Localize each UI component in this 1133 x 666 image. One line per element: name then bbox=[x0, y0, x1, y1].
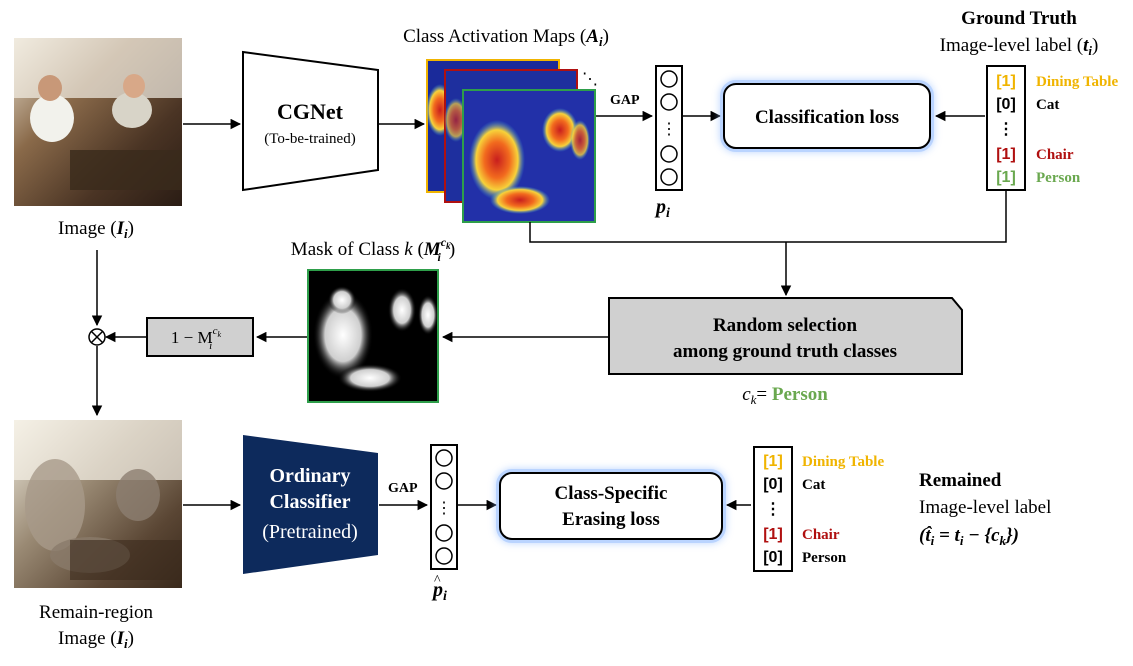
gt-title: Ground Truth bbox=[961, 8, 1077, 29]
remain-image-label-line2: Image (Ii) bbox=[58, 628, 134, 651]
gt-label-value-2: ⋮ bbox=[998, 121, 1014, 138]
erasing-loss-box bbox=[499, 472, 723, 540]
classifier-line1: Ordinary bbox=[269, 465, 350, 487]
gt-label-list: [1] Dining Table [0] Cat ⋮ [1] Chair [1] Person bbox=[996, 73, 1118, 186]
remained-label-value-2: ⋮ bbox=[765, 501, 781, 518]
cam-map-3 bbox=[462, 89, 596, 223]
gt-label-vector bbox=[986, 65, 1026, 191]
gt-label-value-3: [1] bbox=[996, 146, 1016, 163]
svg-text:⋮: ⋮ bbox=[661, 121, 677, 138]
random-selection-line1: Random selection bbox=[713, 315, 858, 336]
cgnet-subtitle: (To-be-trained) bbox=[264, 131, 355, 147]
remained-label-list: [1] Dining Table [0] Cat ⋮ [1] Chair [0] Person bbox=[763, 453, 884, 566]
remained-label-value-1: [0] bbox=[763, 476, 783, 493]
p-hat-label: pi bbox=[431, 579, 447, 604]
cgnet-title: CGNet bbox=[277, 99, 344, 124]
input-image bbox=[14, 38, 182, 206]
p-hat-vector: ⋮ bbox=[430, 444, 458, 570]
random-selection-line2: among ground truth classes bbox=[673, 341, 897, 362]
remained-formula: (t̂i = ti − {ck}) bbox=[919, 525, 1019, 548]
classifier-line2: Classifier bbox=[269, 491, 350, 513]
connector-cam-gt bbox=[529, 191, 1007, 243]
classifier-line3: (Pretrained) bbox=[262, 521, 358, 543]
cgnet-block bbox=[242, 50, 379, 192]
remained-subtitle: Image-level label bbox=[919, 497, 1051, 518]
gt-label-name-1: Cat bbox=[1036, 97, 1059, 113]
remained-label-value-4: [0] bbox=[763, 549, 783, 566]
gt-subtitle: Image-level label (ti) bbox=[940, 35, 1099, 58]
remained-label-value-0: [1] bbox=[763, 453, 783, 470]
remain-region-image bbox=[14, 420, 182, 588]
inverse-mask-box bbox=[146, 317, 254, 357]
svg-text:⋮: ⋮ bbox=[436, 500, 452, 517]
cam-label: Class Activation Maps (Ai) bbox=[403, 26, 609, 49]
gt-label-name-4: Person bbox=[1036, 170, 1081, 186]
p-vector: ⋮ bbox=[655, 65, 683, 191]
p-label: pi bbox=[654, 196, 670, 221]
remained-label-vector bbox=[753, 446, 793, 572]
cam-ellipsis: ⋱ bbox=[582, 71, 598, 88]
remained-label-name-3: Chair bbox=[802, 527, 840, 543]
classification-loss-label: Classification loss bbox=[755, 107, 899, 128]
gap-label-bottom: GAP bbox=[388, 481, 418, 496]
erasing-loss-line2: Erasing loss bbox=[562, 509, 660, 530]
remained-label-name-4: Person bbox=[802, 550, 847, 566]
multiply-operator bbox=[88, 328, 106, 346]
remained-title: Remained bbox=[919, 470, 1002, 491]
remain-image-label-line1: Remain-region bbox=[39, 602, 153, 623]
gt-label-value-4: [1] bbox=[996, 169, 1016, 186]
p-hat-caret: ^ bbox=[434, 573, 441, 588]
gt-label-name-3: Chair bbox=[1036, 147, 1074, 163]
input-image-label: Image (Ii) bbox=[58, 218, 134, 241]
gt-label-name-0: Dining Table bbox=[1036, 74, 1118, 90]
remained-label-value-3: [1] bbox=[763, 526, 783, 543]
gt-label-value-0: [1] bbox=[996, 73, 1016, 90]
random-selection-box bbox=[608, 297, 963, 375]
remained-label-name-1: Cat bbox=[802, 477, 825, 493]
gt-label-value-1: [0] bbox=[996, 96, 1016, 113]
classification-loss-box bbox=[723, 83, 931, 149]
ck-selected: ck= Person bbox=[742, 384, 828, 407]
remained-label-name-0: Dining Table bbox=[802, 454, 884, 470]
mask-image bbox=[307, 269, 439, 403]
gap-label-top: GAP bbox=[610, 93, 640, 108]
erasing-loss-line1: Class-Specific bbox=[555, 483, 668, 504]
ordinary-classifier-block bbox=[243, 435, 378, 574]
